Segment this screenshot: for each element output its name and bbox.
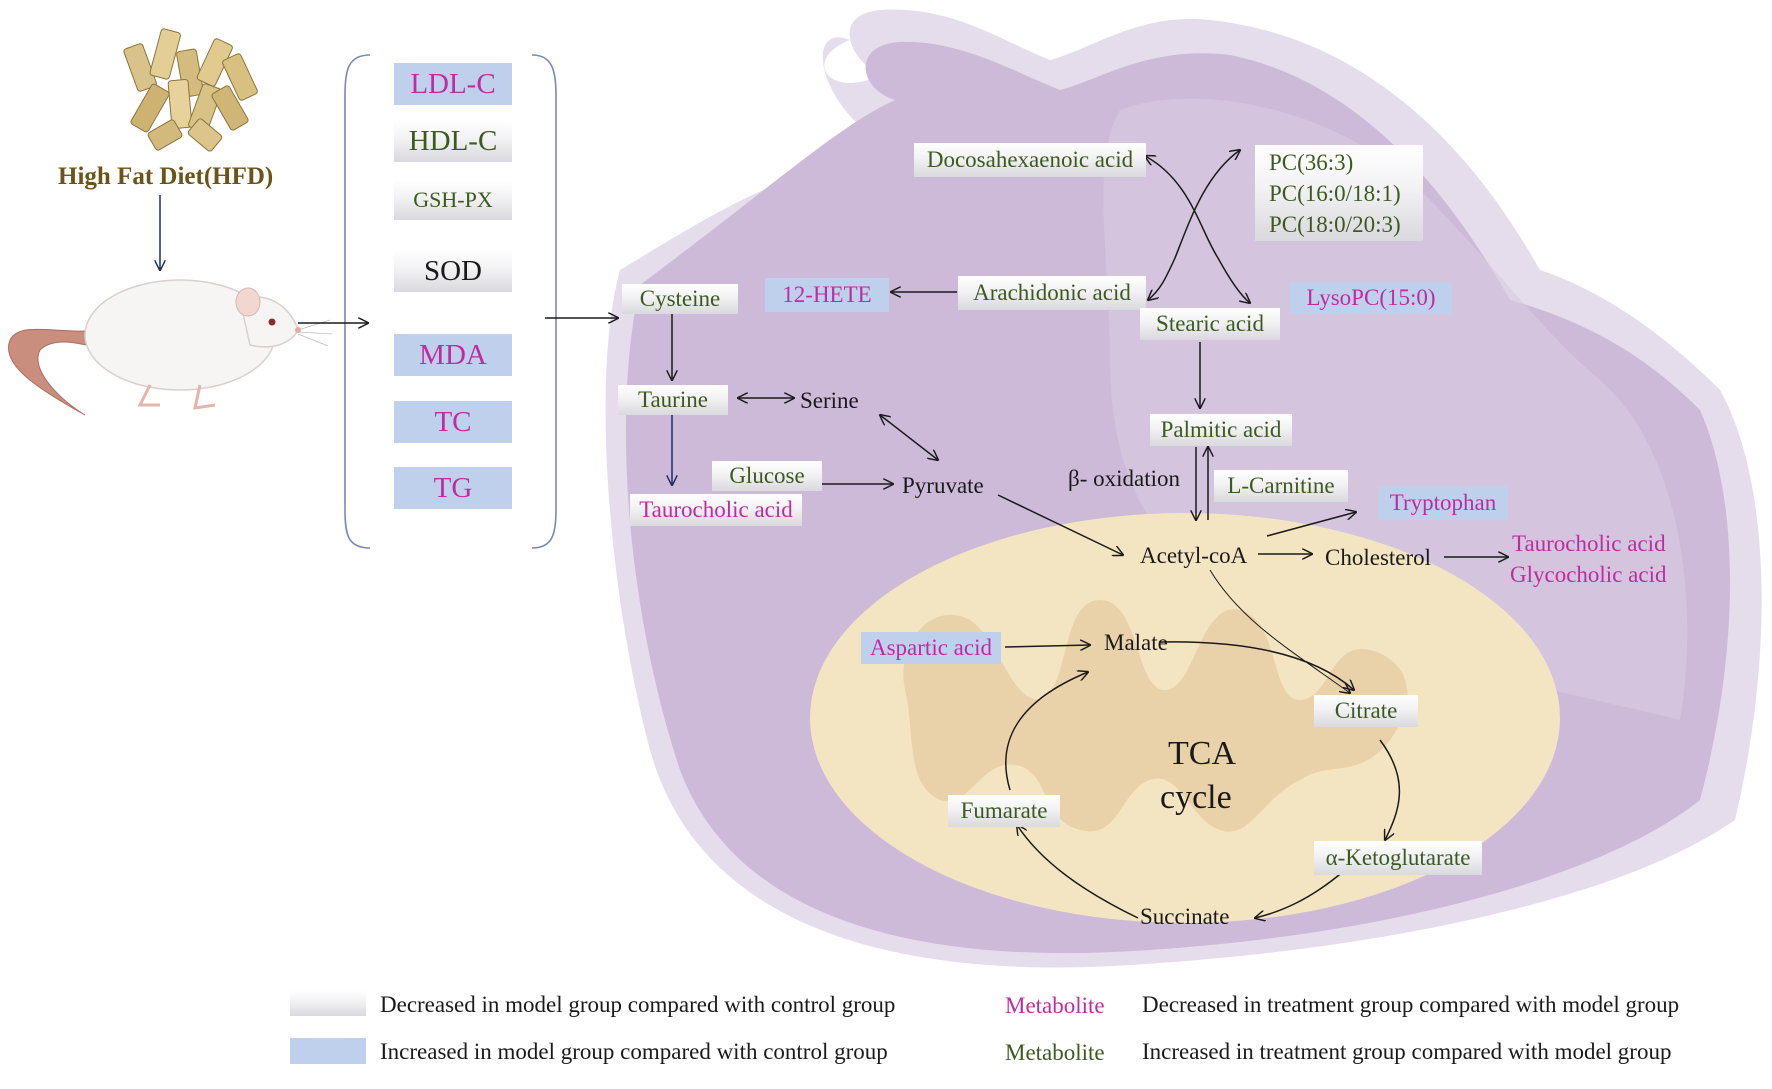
indicator-sod: SOD [394, 250, 512, 292]
legend-swatch-decreased-model [290, 990, 366, 1016]
bracket-right [531, 54, 557, 549]
pathway-arrows [672, 150, 1508, 918]
node-pc-1: PC(36:3) [1269, 149, 1354, 175]
node-pc-group: PC(36:3) PC(16:0/18:1) PC(18:0/20:3) [1255, 145, 1423, 241]
indicator-mda: MDA [394, 334, 512, 376]
node-taurine: Taurine [618, 385, 728, 415]
node-beta-oxidation: β- oxidation [1068, 466, 1180, 491]
indicator-tc: TC [394, 401, 512, 443]
node-12-hete: 12-HETE [765, 278, 889, 312]
tca-label-line1: TCA [1168, 735, 1236, 772]
node-ketoglutarate: α-Ketoglutarate [1314, 841, 1482, 875]
tca-label-line2: cycle [1160, 779, 1232, 816]
node-serine: Serine [800, 388, 859, 413]
node-malate: Malate [1104, 630, 1168, 655]
node-succinate: Succinate [1140, 904, 1230, 929]
node-acetyl-coa: Acetyl-coA [1140, 543, 1248, 568]
node-pc-2: PC(16:0/18:1) [1269, 180, 1401, 206]
node-taurocholic-acid-left: Taurocholic acid [630, 494, 802, 526]
indicator-hdl-c: HDL-C [394, 120, 512, 162]
legend-metabolite-green: Metabolite [1005, 1040, 1105, 1065]
mouse-icon [8, 279, 333, 416]
node-lysopc: LysoPC(15:0) [1290, 282, 1452, 314]
indicator-gsh-px: GSH-PX [394, 180, 512, 220]
node-stearic-acid: Stearic acid [1140, 308, 1280, 340]
node-arachidonic-acid: Arachidonic acid [958, 276, 1146, 310]
node-l-carnitine: L-Carnitine [1214, 470, 1348, 502]
node-docosahexaenoic-acid: Docosahexaenoic acid [914, 143, 1146, 177]
hfd-title: High Fat Diet(HFD) [58, 163, 274, 190]
node-fumarate: Fumarate [948, 795, 1060, 827]
legend-decreased-treatment: Decreased in treatment group compared wi… [1142, 992, 1680, 1017]
node-taurocholic-acid-right: Taurocholic acid [1512, 531, 1666, 556]
pellets-icon [123, 28, 258, 152]
node-tryptophan: Tryptophan [1378, 486, 1508, 520]
node-pyruvate: Pyruvate [902, 473, 984, 498]
node-palmitic-acid: Palmitic acid [1150, 414, 1292, 446]
indicator-ldl-c: LDL-C [394, 63, 512, 105]
legend-metabolite-pink: Metabolite [1005, 993, 1105, 1018]
node-glucose: Glucose [712, 461, 822, 491]
node-pc-3: PC(18:0/20:3) [1269, 211, 1401, 237]
node-aspartic-acid: Aspartic acid [861, 632, 1001, 664]
node-glycocholic-acid: Glycocholic acid [1510, 562, 1667, 587]
indicator-tg: TG [394, 467, 512, 509]
legend-increased-treatment: Increased in treatment group compared wi… [1142, 1039, 1672, 1064]
legend-decreased-model: Decreased in model group compared with c… [380, 992, 896, 1017]
legend-swatch-increased-model [290, 1038, 366, 1064]
bracket-left [344, 54, 371, 549]
node-cholesterol: Cholesterol [1325, 545, 1432, 570]
legend-increased-model: Increased in model group compared with c… [380, 1039, 888, 1064]
node-cysteine: Cysteine [622, 284, 738, 314]
node-citrate: Citrate [1314, 695, 1418, 727]
mitochondrion-cristae [903, 600, 1408, 832]
